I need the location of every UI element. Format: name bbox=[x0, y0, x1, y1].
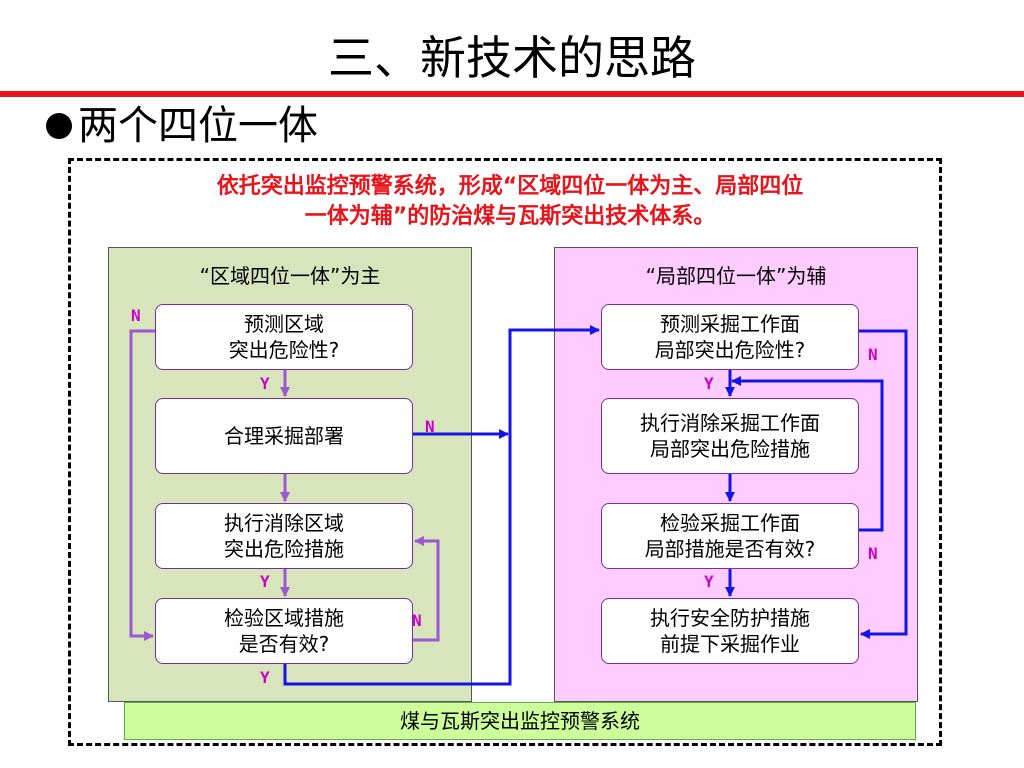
node-text: 预测采掘工作面 bbox=[660, 312, 800, 336]
node-text: 前提下采掘作业 bbox=[660, 632, 800, 656]
node-text: 局部突出危险性? bbox=[654, 338, 806, 362]
node-local-measures: 执行消除采掘工作面 局部突出危险措施 bbox=[601, 398, 859, 474]
node-predict-local-risk: 预测采掘工作面 局部突出危险性? bbox=[601, 304, 859, 370]
node-text: 执行消除采掘工作面 bbox=[640, 411, 820, 435]
monitoring-system-bar: 煤与瓦斯突出监控预警系统 bbox=[124, 702, 916, 740]
bullet-heading: 两个四位一体 bbox=[46, 100, 318, 152]
bullet-dot-icon bbox=[46, 113, 72, 139]
page-title: 三、新技术的思路 bbox=[328, 31, 696, 85]
label-no: N bbox=[131, 306, 141, 325]
node-text: 合理采掘部署 bbox=[224, 424, 344, 448]
diagram-frame bbox=[68, 158, 942, 746]
label-no: N bbox=[868, 345, 878, 364]
node-text: 突出危险措施 bbox=[224, 537, 344, 561]
label-no: N bbox=[868, 544, 878, 563]
local-panel-title: “局部四位一体”为辅 bbox=[645, 264, 827, 288]
bullet-text: 两个四位一体 bbox=[78, 103, 318, 149]
label-yes: Y bbox=[704, 374, 714, 393]
node-verify-local-measures: 检验采掘工作面 局部措施是否有效? bbox=[601, 503, 859, 569]
node-predict-regional-risk: 预测区域 突出危险性? bbox=[155, 304, 413, 370]
node-text: 是否有效? bbox=[238, 632, 330, 656]
node-regional-measures: 执行消除区域 突出危险措施 bbox=[155, 503, 413, 569]
intro-text: 依托突出监控预警系统，形成“区域四位一体为主、局部四位 一体为辅”的防治煤与瓦斯… bbox=[110, 172, 910, 232]
node-mining-layout: 合理采掘部署 bbox=[155, 398, 413, 474]
label-no: N bbox=[425, 417, 435, 436]
node-text: 检验采掘工作面 bbox=[660, 511, 800, 535]
node-text: 执行消除区域 bbox=[224, 511, 344, 535]
node-safety-protection: 执行安全防护措施 前提下采掘作业 bbox=[601, 598, 859, 664]
node-text: 局部措施是否有效? bbox=[644, 537, 816, 561]
node-verify-regional-measures: 检验区域措施 是否有效? bbox=[155, 598, 413, 664]
node-text: 预测区域 bbox=[244, 312, 324, 336]
label-yes: Y bbox=[260, 572, 270, 591]
intro-line-1: 依托突出监控预警系统，形成“区域四位一体为主、局部四位 bbox=[216, 174, 804, 199]
node-text: 突出危险性? bbox=[228, 338, 340, 362]
intro-line-2: 一体为辅”的防治煤与瓦斯突出技术体系。 bbox=[304, 204, 716, 229]
node-text: 局部突出危险措施 bbox=[650, 437, 810, 461]
label-no: N bbox=[412, 611, 422, 630]
node-text: 执行安全防护措施 bbox=[650, 606, 810, 630]
title-underline bbox=[0, 91, 1024, 97]
regional-panel-title: “区域四位一体”为主 bbox=[199, 264, 381, 288]
node-text: 检验区域措施 bbox=[224, 606, 344, 630]
label-yes: Y bbox=[260, 374, 270, 393]
label-yes: Y bbox=[704, 572, 714, 591]
label-yes: Y bbox=[260, 668, 270, 687]
